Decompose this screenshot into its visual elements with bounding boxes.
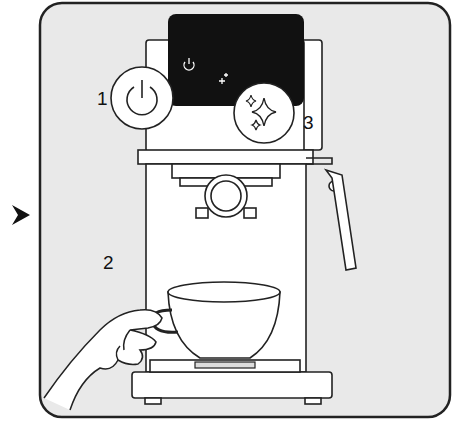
steam-wand xyxy=(306,158,356,270)
clean-button-callout xyxy=(234,83,294,143)
hand xyxy=(44,310,162,410)
callout-number: 2 xyxy=(103,253,114,272)
power-button-callout xyxy=(111,67,173,129)
group-head xyxy=(172,164,280,218)
callout-number: 3 xyxy=(303,113,314,132)
cup xyxy=(152,282,280,360)
drip-tray xyxy=(195,362,255,368)
chevron-arrow xyxy=(12,205,30,225)
panel-icons xyxy=(184,58,228,84)
panel-frame xyxy=(40,3,450,417)
callout-number: 1 xyxy=(97,89,108,108)
